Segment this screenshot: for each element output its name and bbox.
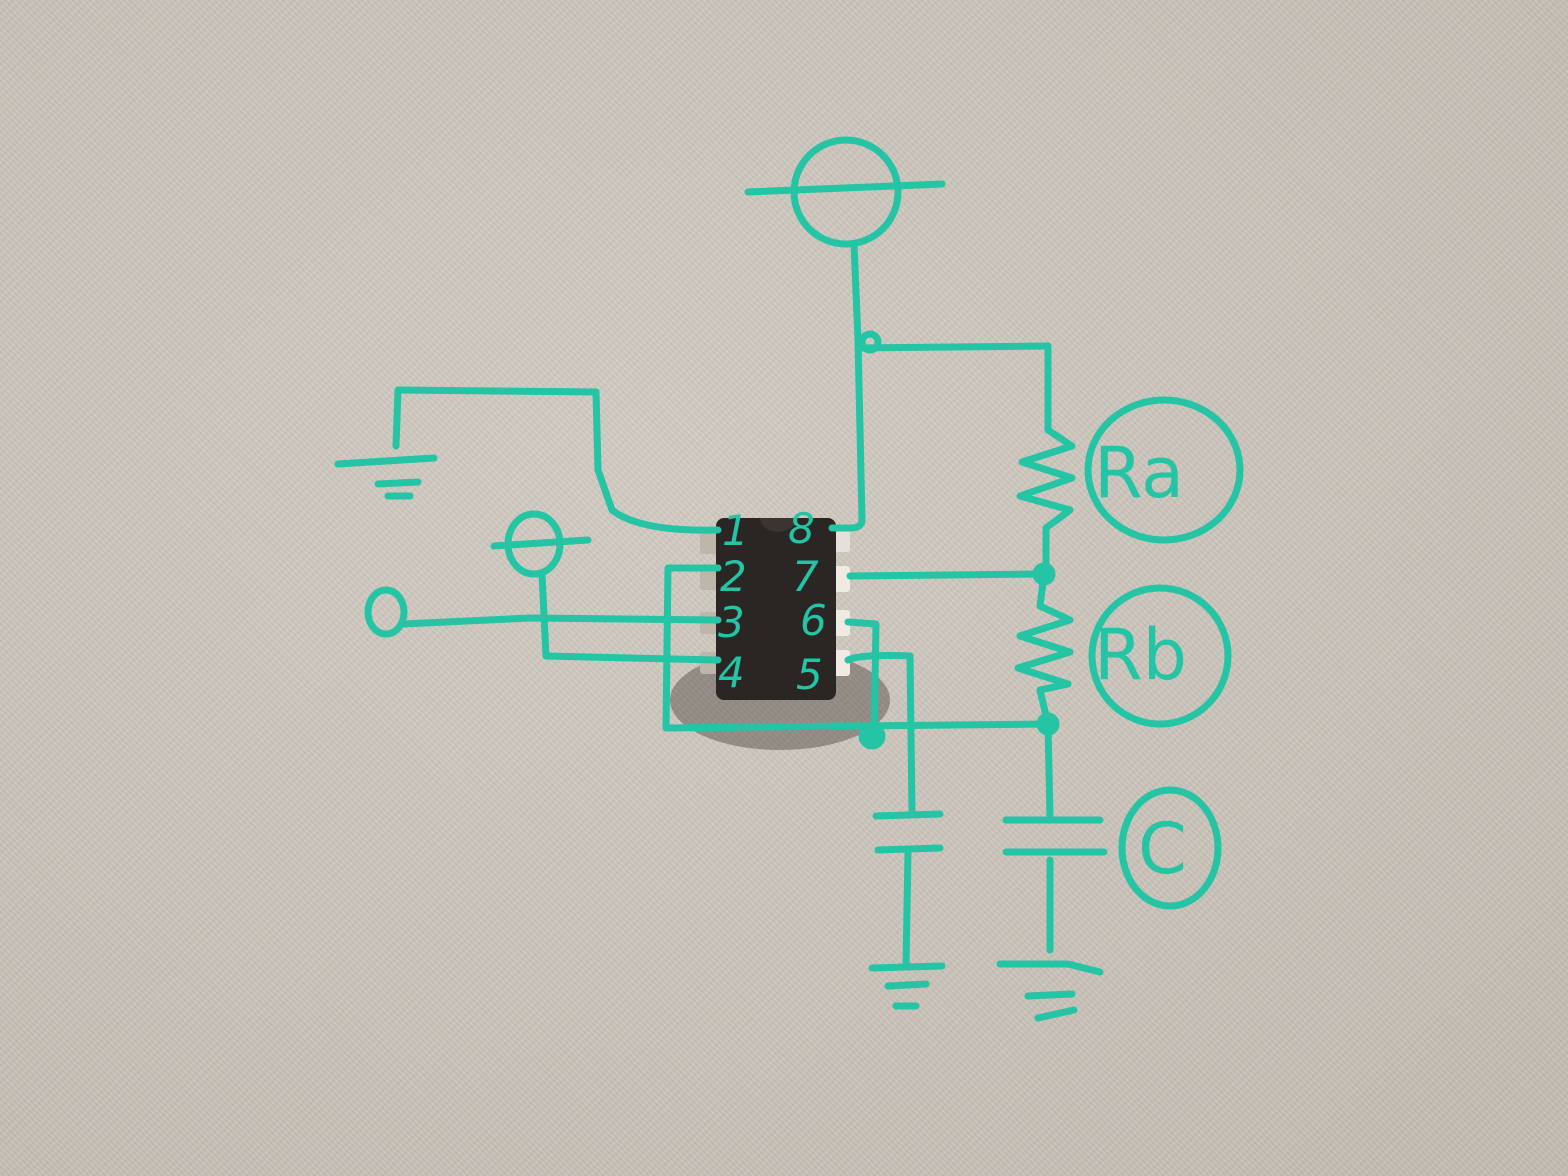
rb-label: Rb (1094, 614, 1188, 696)
label-circle-c (1118, 786, 1222, 910)
pin-3-label: 3 (718, 598, 745, 647)
pin-2-label: 2 (720, 552, 747, 601)
ra-label: Ra (1094, 432, 1184, 514)
pin-6-label: 6 (800, 596, 827, 645)
c-label: C (1138, 808, 1187, 890)
pin-1-label: 1 (722, 506, 749, 555)
label-circle-rb (1088, 584, 1232, 728)
vcc-symbol-main (744, 136, 946, 344)
pin-8-label: 8 (788, 504, 815, 553)
label-circle-ra (1084, 396, 1244, 544)
resistor-rb (1014, 570, 1074, 728)
pin-5-label: 5 (796, 650, 823, 699)
ic-chip (670, 518, 890, 750)
pin-7-label: 7 (792, 552, 819, 601)
resistor-ra (1016, 426, 1076, 578)
pin-4-label: 4 (718, 648, 745, 697)
